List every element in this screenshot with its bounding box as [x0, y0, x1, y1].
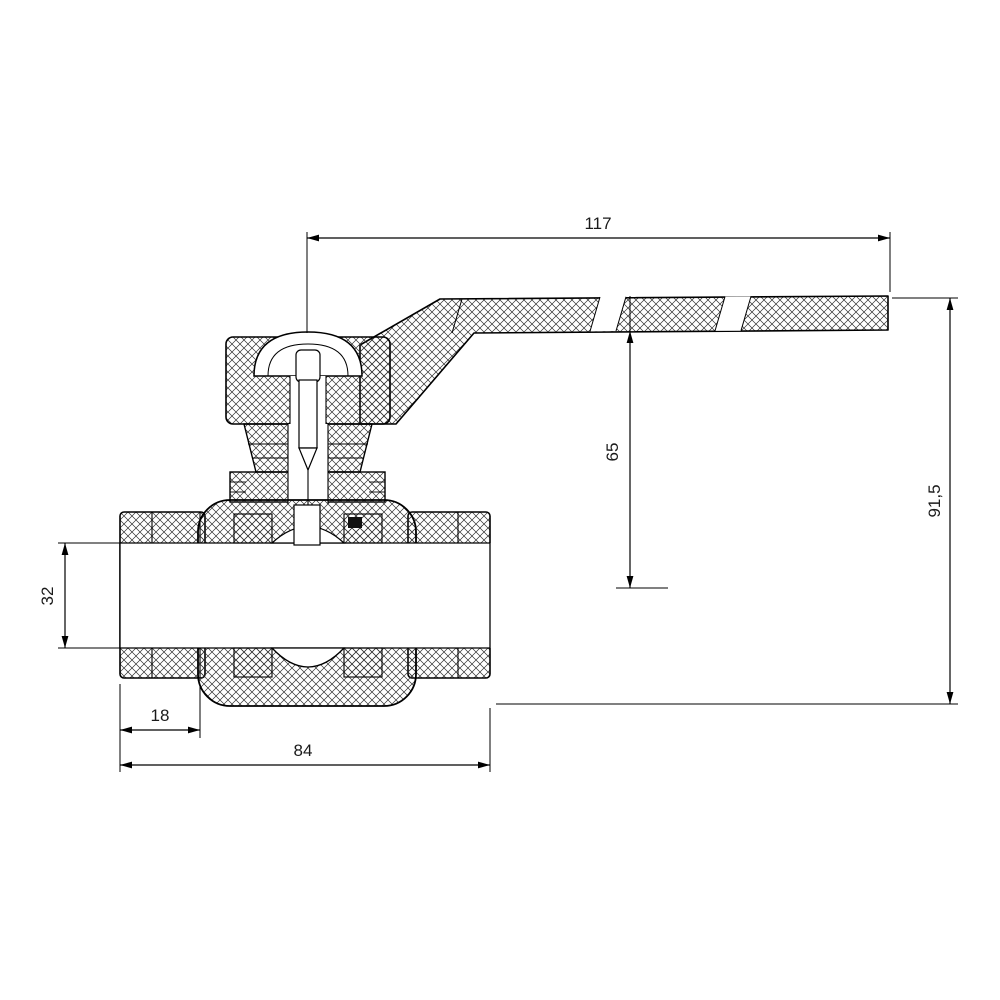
ball-and-seats	[233, 504, 383, 678]
stem-ball-connection	[293, 504, 321, 546]
ball-bottom-arc	[270, 647, 346, 668]
handle-break	[590, 296, 626, 332]
dimension-84: 84	[120, 708, 491, 772]
handle-break	[715, 296, 751, 331]
dimension-18: 18	[119, 684, 201, 772]
seat-top-left	[233, 513, 273, 544]
dimension-91-5: 91,5	[496, 297, 958, 705]
dimension-117: 117	[306, 214, 891, 333]
dimension-32: 32	[38, 542, 128, 649]
seal-detail	[348, 517, 362, 528]
dimension-65: 65	[603, 296, 668, 589]
dim-label-117: 117	[584, 214, 611, 233]
seat-bottom-left	[233, 647, 273, 678]
dim-label-91-5: 91,5	[925, 484, 944, 517]
valve-stem	[295, 349, 321, 508]
dim-label-65: 65	[603, 443, 622, 462]
seat-bottom-right	[343, 647, 383, 678]
dim-label-84: 84	[294, 741, 313, 760]
bore-channel	[119, 542, 492, 649]
dim-label-18: 18	[151, 706, 170, 725]
handle-lever	[359, 295, 889, 425]
dim-label-32: 32	[38, 587, 57, 606]
